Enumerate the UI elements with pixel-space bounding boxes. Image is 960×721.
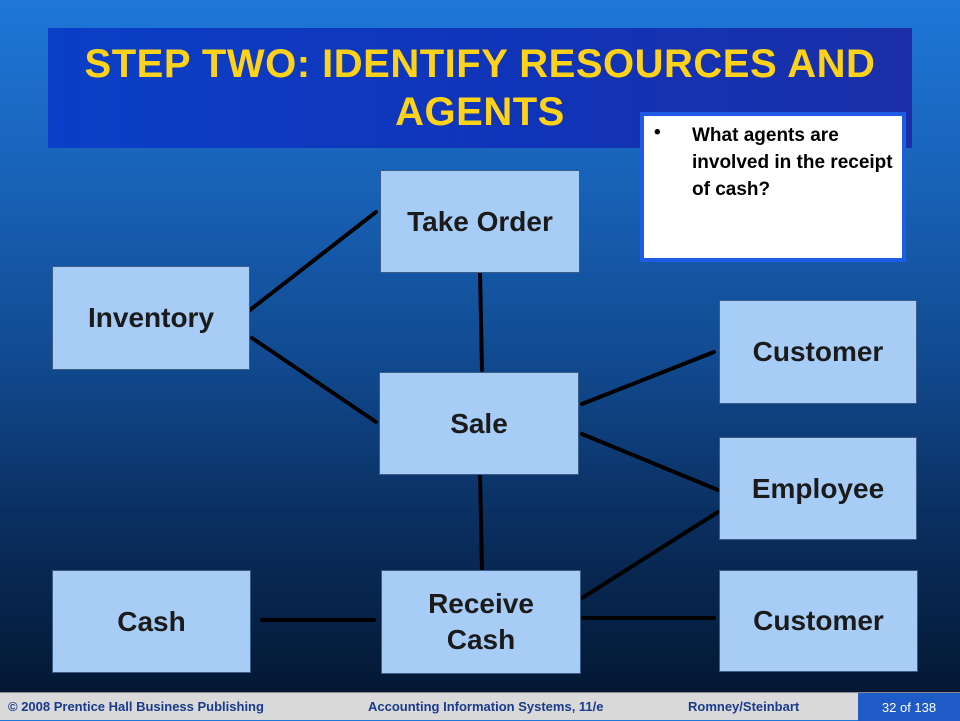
footer-book-title: Accounting Information Systems, 11/e xyxy=(368,699,604,714)
customer-box-top: Customer xyxy=(719,300,917,404)
line-takeorder-sale xyxy=(478,270,484,372)
line-sale-customer xyxy=(580,350,716,406)
take-order-box: Take Order xyxy=(380,170,580,273)
receive-cash-box: Receive Cash xyxy=(381,570,581,674)
footer-copyright: © 2008 Prentice Hall Business Publishing xyxy=(8,699,264,714)
line-inventory-sale xyxy=(250,336,378,424)
question-text: What agents are involved in the receipt … xyxy=(692,125,893,200)
sale-box: Sale xyxy=(379,372,579,475)
inventory-box: Inventory xyxy=(52,266,250,370)
footer-page-number: 32 of 138 xyxy=(858,693,960,721)
line-receivecash-employee xyxy=(580,510,720,600)
line-sale-employee xyxy=(580,432,720,492)
cash-box: Cash xyxy=(52,570,251,673)
employee-box: Employee xyxy=(719,437,917,540)
line-sale-receivecash xyxy=(478,470,484,572)
footer-authors: Romney/Steinbart xyxy=(688,699,800,714)
slide-title-bar: STEP TWO: IDENTIFY RESOURCES AND AGENTS xyxy=(48,28,912,148)
slide-title: STEP TWO: IDENTIFY RESOURCES AND AGENTS xyxy=(84,42,876,134)
line-inventory-takeorder xyxy=(248,210,378,312)
slide-footer: © 2008 Prentice Hall Business Publishing… xyxy=(0,692,960,721)
question-callout: • What agents are involved in the receip… xyxy=(640,112,906,262)
bullet-icon: • xyxy=(654,122,661,143)
customer-box-bottom: Customer xyxy=(719,570,918,672)
